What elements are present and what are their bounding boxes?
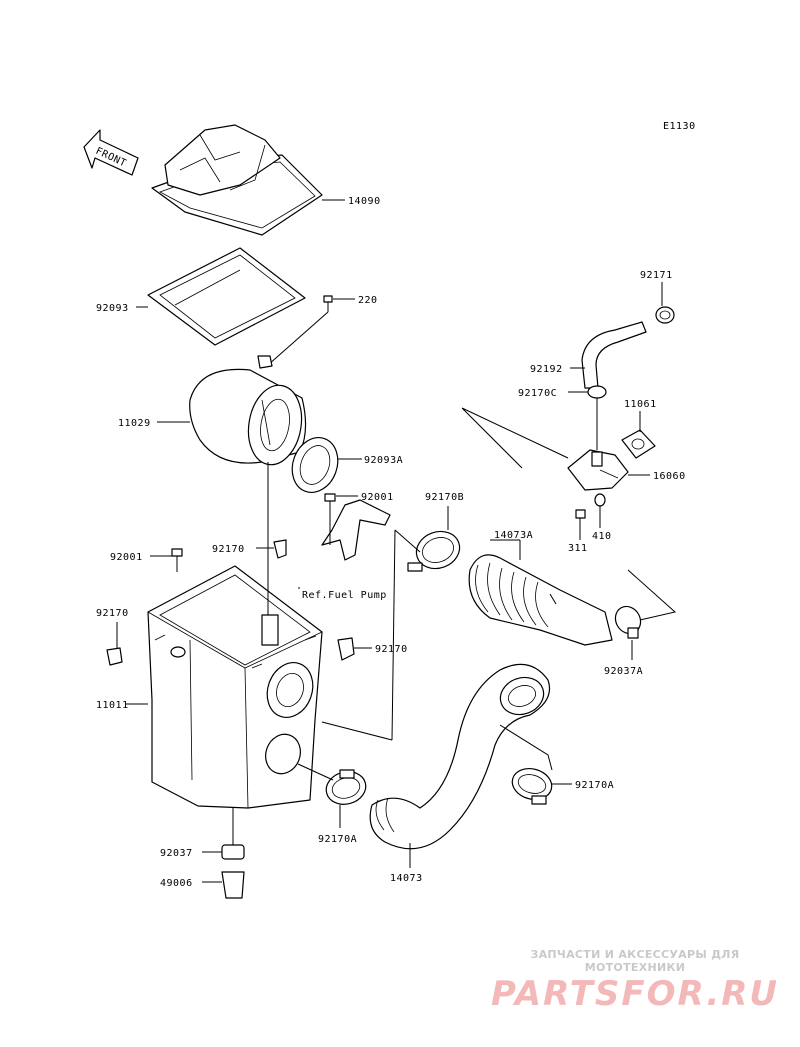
hose-clamp: [614, 605, 642, 639]
part-label-220: 220: [358, 295, 378, 306]
part-label-11029: 11029: [118, 418, 151, 429]
part-label-92170A-bottom: 92170A: [318, 834, 357, 845]
gasket-small: [621, 429, 656, 459]
part-label-92037A: 92037A: [604, 666, 643, 677]
watermark: ЗАПЧАСТИ И АКСЕССУАРЫ ДЛЯ МОТОТЕХНИКИ PA…: [480, 948, 790, 1014]
part-label-92170-left: 92170: [96, 608, 129, 619]
clip-icon: [337, 637, 355, 661]
screw-icon: [323, 295, 333, 312]
intake-boot: [468, 554, 613, 646]
part-label-410: 410: [592, 531, 612, 542]
part-label-92170-right: 92170: [375, 644, 408, 655]
part-label-16060: 16060: [653, 471, 686, 482]
part-label-11011: 11011: [96, 700, 129, 711]
watermark-logo: PARTSFOR.RU: [490, 974, 780, 1014]
drain-cap: [221, 844, 245, 860]
clip-icon: [106, 647, 123, 666]
hose-clamp-small: [587, 385, 607, 399]
part-label-92001-top: 92001: [361, 492, 394, 503]
diagram-code: E1130: [663, 121, 696, 132]
seal-ring: [291, 437, 339, 493]
breather-hose: [581, 321, 647, 389]
part-label-92093: 92093: [96, 303, 129, 314]
breather-body: [567, 449, 629, 491]
part-label-92171: 92171: [640, 270, 673, 281]
watermark-tagline: ЗАПЧАСТИ И АКСЕССУАРЫ ДЛЯ МОТОТЕХНИКИ: [530, 948, 740, 974]
part-label-14073A: 14073A: [494, 530, 533, 541]
part-label-92170A-right: 92170A: [575, 780, 614, 791]
part-label-49006: 49006: [160, 878, 193, 889]
clip-icon: [273, 539, 287, 559]
drain-tube: [221, 871, 245, 899]
part-label-11061: 11061: [624, 399, 657, 410]
part-label-92170C: 92170C: [518, 388, 557, 399]
part-label-92001-left: 92001: [110, 552, 143, 563]
mounting-bracket: [321, 499, 391, 561]
hose-clamp: [407, 530, 461, 572]
part-label-14090: 14090: [348, 196, 381, 207]
bolt-icon: [171, 548, 183, 572]
part-label-92037: 92037: [160, 848, 193, 859]
part-label-92192: 92192: [530, 364, 563, 375]
part-label-14073: 14073: [390, 873, 423, 884]
part-label-92170-top: 92170: [212, 544, 245, 555]
part-label-311: 311: [568, 543, 588, 554]
air-cleaner-cover: [151, 124, 323, 236]
ref-fuel-pump-note: Ref.Fuel Pump: [302, 590, 387, 601]
washer-icon: [594, 493, 606, 507]
hose-clamp: [511, 768, 553, 805]
hose-clamp: [325, 769, 367, 805]
intake-duct: [369, 663, 551, 850]
air-cleaner-housing: [147, 565, 323, 809]
hose-clamp-small: [655, 306, 675, 324]
air-filter-element: [189, 355, 307, 466]
nut-icon: [575, 509, 586, 519]
part-label-92093A: 92093A: [364, 455, 403, 466]
gasket-frame: [147, 247, 306, 346]
bolt-icon: [324, 493, 336, 515]
front-arrow-icon: FRONT: [83, 129, 139, 176]
part-label-92170B: 92170B: [425, 492, 464, 503]
